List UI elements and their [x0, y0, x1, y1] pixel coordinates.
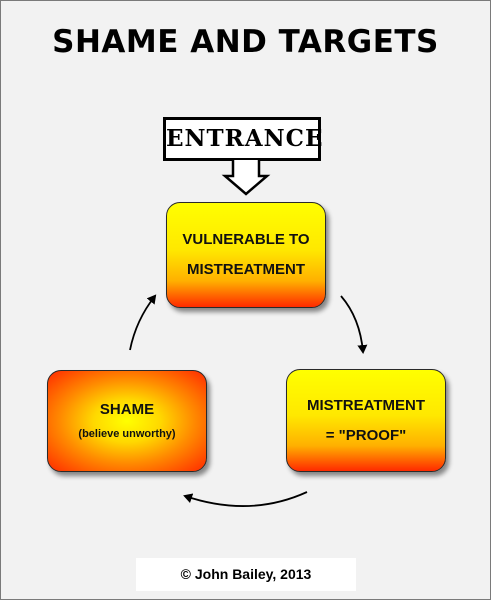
node-shame-line1: SHAME — [99, 401, 155, 418]
node-mistreatment-line2: = "PROOF" — [325, 426, 407, 444]
node-vulnerable-line1: VULNERABLE TO — [182, 231, 310, 248]
node-mistreatment-line1: MISTREATMENT — [306, 396, 426, 414]
entrance-label-box: ENTRANCE — [163, 117, 323, 161]
node-mistreatment-proof: MISTREATMENT = "PROOF" — [286, 369, 446, 472]
node-shame-line2: (believe unworthy) — [78, 428, 176, 440]
node-shame: SHAME (believe unworthy) — [47, 370, 207, 472]
diagram-title: SHAME AND TARGETS — [52, 24, 439, 60]
node-vulnerable-line2: MISTREATMENT — [186, 261, 306, 278]
node-vulnerable-to-mistreatment: VULNERABLE TO MISTREATMENT — [166, 202, 326, 308]
copyright-label: © John Bailey, 2013 — [136, 558, 356, 591]
